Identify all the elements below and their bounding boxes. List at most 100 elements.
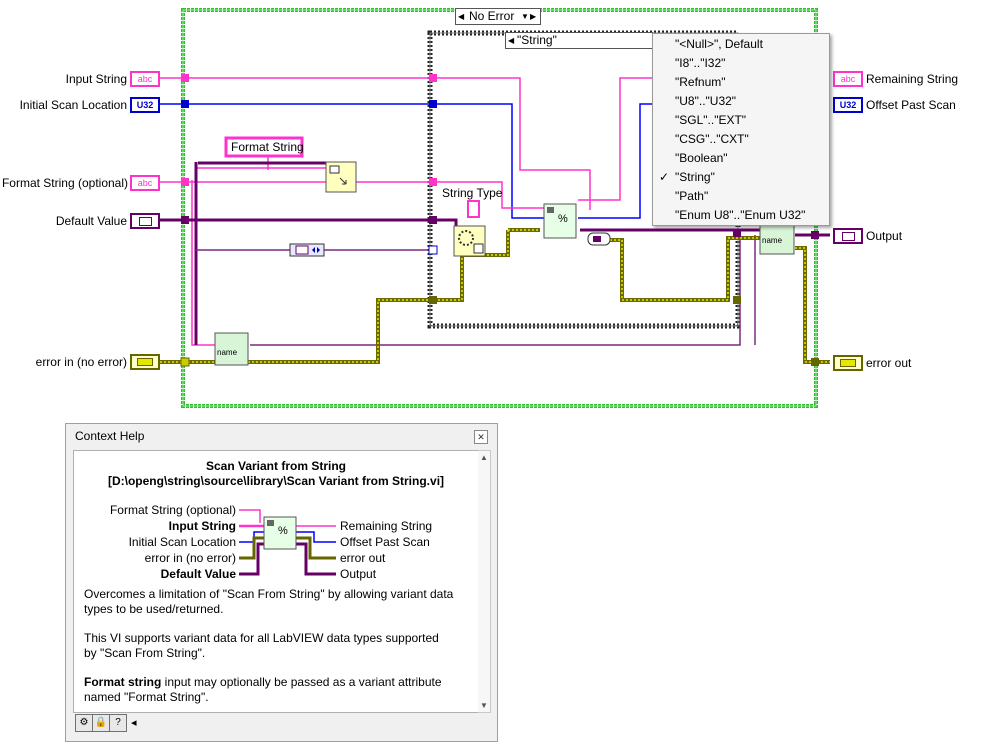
menu-item-label: "Refnum"	[675, 75, 726, 89]
menu-item-label: "SGL".."EXT"	[675, 113, 747, 127]
variant-to-data-node[interactable]	[587, 232, 611, 246]
show-optional-terminals-button[interactable]: ⚙	[75, 714, 93, 732]
menu-item-enum[interactable]: "Enum U8".."Enum U32"	[653, 206, 829, 225]
set-attribute-subvi[interactable]: name	[759, 221, 795, 255]
menu-item-null-default[interactable]: "<Null>", Default	[653, 35, 829, 54]
format-string-constant-box[interactable]	[224, 136, 304, 158]
string-selector-label: "String"	[517, 33, 557, 47]
vi-path: [D:\openg\string\source\library\Scan Var…	[107, 474, 445, 488]
conn-input-string: Input String	[168, 519, 236, 533]
menu-item-string[interactable]: ✓ "String"	[653, 168, 829, 187]
conn-default-value: Default Value	[160, 567, 236, 581]
block-diagram: % name name	[160, 8, 830, 408]
description-3-rest: input may optionally be passed as a vari…	[84, 675, 442, 704]
svg-text:name: name	[217, 348, 238, 357]
variant-constant[interactable]	[289, 243, 325, 257]
conn-remaining-string: Remaining String	[340, 519, 433, 533]
scan-from-string-node[interactable]: %	[543, 203, 577, 239]
conn-error-out: error out	[340, 551, 386, 565]
variant-icon	[842, 232, 855, 241]
conn-output: Output	[340, 567, 377, 581]
menu-item-label: "Path"	[675, 189, 709, 203]
menu-item-csg-cxt[interactable]: "CSG".."CXT"	[653, 130, 829, 149]
case-selector-no-error[interactable]: ◀ No Error ▼ ▶	[455, 8, 541, 25]
error-out-label: error out	[866, 356, 912, 370]
output-terminal[interactable]	[833, 228, 863, 244]
close-icon[interactable]: ✕	[474, 430, 488, 444]
remaining-string-label: Remaining String	[866, 72, 959, 86]
help-footer: ⚙ 🔒 ? ◂	[73, 714, 491, 734]
output-label: Output	[866, 229, 903, 243]
connector-pane-diagram: %	[239, 509, 336, 576]
scroll-down-icon[interactable]: ▼	[480, 701, 488, 710]
get-type-subvi[interactable]	[453, 225, 486, 257]
svg-text:name: name	[762, 236, 783, 245]
case-increment-icon[interactable]: ▶	[530, 12, 537, 21]
menu-item-path[interactable]: "Path"	[653, 187, 829, 206]
case-selector-string[interactable]: ◀ "String"	[505, 32, 653, 49]
format-string-optional-terminal[interactable]: abc	[130, 175, 160, 191]
format-string-constant: Format String	[231, 140, 304, 154]
case-decrement-icon[interactable]: ◀	[458, 12, 465, 21]
lock-button[interactable]: 🔒	[92, 714, 110, 732]
menu-item-u8-u32[interactable]: "U8".."U32"	[653, 92, 829, 111]
offset-past-scan-terminal[interactable]: U32	[833, 97, 863, 113]
cluster-icon	[840, 359, 856, 367]
string-type-label: String Type	[442, 186, 503, 200]
vi-name: Scan Variant from String	[205, 459, 347, 473]
question-icon: ?	[115, 717, 121, 728]
detailed-help-button[interactable]: ?	[109, 714, 127, 732]
context-help-window[interactable]: Context Help ✕ Scan Variant from String …	[65, 423, 498, 742]
initial-scan-location-label: Initial Scan Location	[19, 98, 127, 112]
svg-text:%: %	[278, 525, 288, 537]
default-value-terminal[interactable]	[130, 213, 160, 229]
description-2: This VI supports variant data for all La…	[84, 631, 439, 660]
menu-item-boolean[interactable]: "Boolean"	[653, 149, 829, 168]
default-value-label: Default Value	[55, 214, 127, 228]
menu-item-i8-i32[interactable]: "I8".."I32"	[653, 54, 829, 73]
error-in-terminal[interactable]	[130, 354, 160, 370]
lock-icon: 🔒	[94, 717, 108, 728]
tree-icon: ⚙	[79, 717, 89, 728]
menu-item-label: "Boolean"	[675, 151, 728, 165]
svg-text:%: %	[558, 213, 568, 225]
menu-item-label: "U8".."U32"	[675, 94, 737, 108]
case-selector-label: No Error	[469, 9, 515, 23]
case-decrement-icon[interactable]: ◀	[508, 36, 515, 45]
error-attribute-subvi[interactable]: name	[214, 332, 249, 366]
initial-scan-location-terminal[interactable]: U32	[130, 97, 160, 113]
case-type-menu[interactable]: "<Null>", Default "I8".."I32" "Refnum" "…	[652, 33, 830, 226]
menu-item-label: "<Null>", Default	[675, 37, 763, 51]
conn-error-in: error in (no error)	[144, 551, 236, 565]
input-string-label: Input String	[65, 72, 127, 86]
cluster-icon	[137, 358, 153, 366]
input-string-terminal[interactable]: abc	[130, 71, 160, 87]
checkmark-icon: ✓	[658, 170, 670, 184]
variant-attribute-subvi[interactable]	[325, 161, 357, 193]
conn-initial-scan-location: Initial Scan Location	[128, 535, 236, 549]
string-type-constant[interactable]	[467, 200, 480, 218]
menu-item-label: "I8".."I32"	[675, 56, 726, 70]
menu-item-label: "Enum U8".."Enum U32"	[675, 208, 806, 222]
context-help-title: Context Help	[75, 429, 145, 443]
conn-offset-past-scan: Offset Past Scan	[340, 535, 430, 549]
remaining-string-terminal[interactable]: abc	[833, 71, 863, 87]
conn-format-string-optional: Format String (optional)	[109, 503, 236, 517]
scroll-left-icon[interactable]: ◂	[131, 717, 137, 729]
format-string-optional-label: Format String (optional)	[1, 176, 128, 190]
description-3: Format string input may optionally be pa…	[84, 675, 454, 705]
description-1: Overcomes a limitation of "Scan From Str…	[84, 587, 454, 616]
menu-item-label: "String"	[675, 170, 715, 184]
error-out-terminal[interactable]	[833, 355, 863, 371]
case-dropdown-icon[interactable]: ▼	[521, 12, 529, 21]
menu-item-label: "CSG".."CXT"	[675, 132, 749, 146]
help-vertical-scrollbar[interactable]: ▲ ▼	[478, 450, 491, 713]
offset-past-scan-label: Offset Past Scan	[866, 98, 956, 112]
menu-item-sgl-ext[interactable]: "SGL".."EXT"	[653, 111, 829, 130]
scroll-up-icon[interactable]: ▲	[480, 453, 488, 462]
error-in-label: error in (no error)	[35, 355, 127, 369]
description-3-bold: Format string	[84, 675, 162, 689]
menu-item-refnum[interactable]: "Refnum"	[653, 73, 829, 92]
variant-icon	[139, 217, 152, 226]
input-string-wire	[160, 77, 591, 210]
